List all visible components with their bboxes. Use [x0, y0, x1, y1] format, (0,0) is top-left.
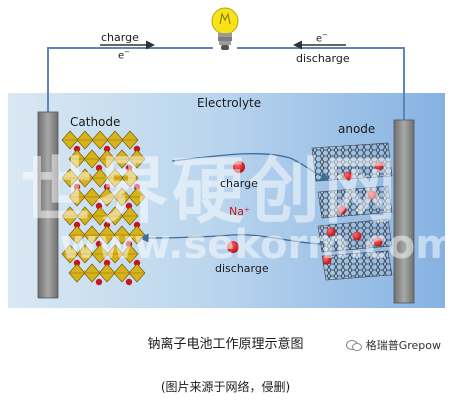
sodium-ion-discharge: [227, 241, 239, 253]
top-charge-label: charge: [101, 31, 139, 44]
cathode-sodium-ion: [133, 221, 141, 229]
light-bulb-icon: [211, 7, 239, 50]
anode-graphene-layers: [311, 142, 393, 281]
cathode-sodium-ion: [73, 145, 81, 153]
cathode-sodium-ion: [133, 145, 141, 153]
cathode-sodium-ion: [103, 221, 111, 229]
cathode-sodium-ion: [103, 145, 111, 153]
anode-electrode: [393, 119, 415, 304]
top-discharge-label: discharge: [296, 52, 350, 65]
cathode-sodium-ion: [73, 183, 81, 191]
electrolyte-label: Electrolyte: [197, 96, 262, 110]
sodium-ion-charge: [233, 161, 245, 173]
sodium-ion-label: Na⁺: [229, 205, 250, 218]
charge-flow-arrow: [171, 153, 331, 182]
anode-label: anode: [338, 122, 376, 136]
brand-name: 格瑞普Grepow: [365, 339, 441, 352]
cathode-lattice: [61, 130, 146, 286]
cathode-sodium-ion: [103, 183, 111, 191]
cathode-sodium-ion: [103, 259, 111, 267]
cathode-sodium-ion: [133, 259, 141, 267]
cathode-sodium-ion: [125, 278, 133, 286]
cathode-electrode: [37, 111, 59, 299]
cathode-sodium-ion: [73, 259, 81, 267]
top-charge-electron: e−: [118, 48, 131, 62]
cathode-sodium-ion: [95, 278, 103, 286]
top-discharge-electron: e−: [316, 31, 329, 45]
image-source-note: (图片来源于网络，侵删): [160, 380, 291, 394]
wechat-icon: [345, 339, 362, 351]
cathode-label: Cathode: [70, 115, 121, 129]
watermark-cn: 世界硬创网: [20, 149, 401, 233]
brand-tag: 格瑞普Grepow: [345, 337, 441, 353]
discharge-flow-arrow: [139, 233, 327, 245]
cathode-sodium-ion: [73, 221, 81, 229]
external-circuit-wire: [47, 47, 405, 120]
battery-diagram: [8, 7, 445, 308]
watermark-en: www.sekorm.com: [60, 222, 451, 268]
cathode-sodium-ion: [133, 183, 141, 191]
ion-charge-label: charge: [220, 177, 258, 190]
ion-discharge-label: discharge: [215, 262, 269, 275]
figure-title: 钠离子电池工作原理示意图: [147, 337, 304, 352]
